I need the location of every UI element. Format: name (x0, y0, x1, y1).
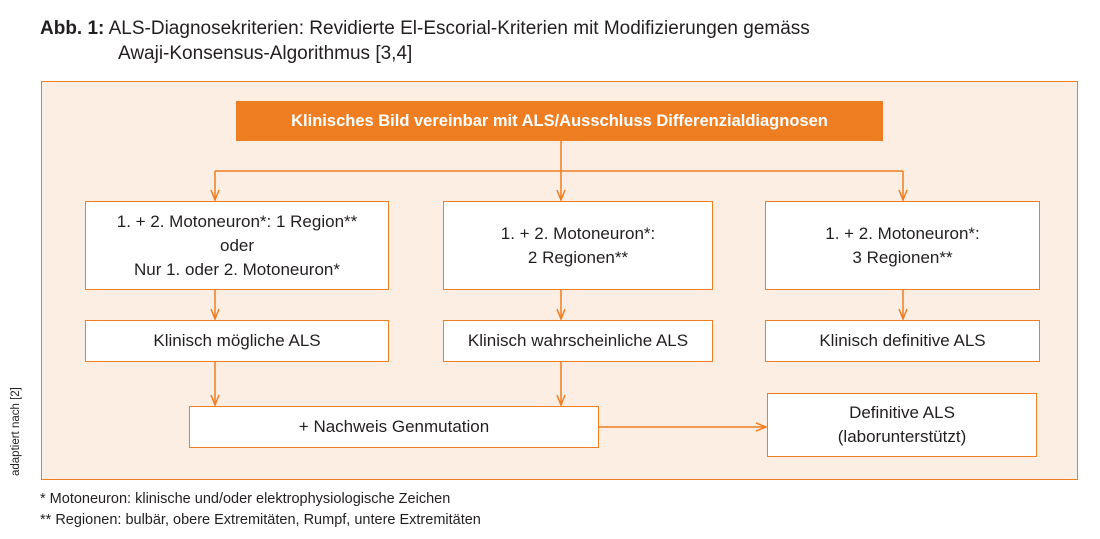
definitive-lab-box: Definitive ALS (laborunterstützt) (767, 393, 1037, 457)
outcome-box-probable: Klinisch wahrscheinliche ALS (443, 320, 713, 362)
caption-line-1: Abb. 1: ALS-Diagnosekriterien: Revidiert… (40, 16, 810, 41)
outcome-possible-text: Klinisch mögliche ALS (153, 331, 321, 350)
outcome-definitive-text: Klinisch definitive ALS (819, 331, 986, 350)
criteria-box-middle: 1. + 2. Motoneuron*: 2 Regionen** (443, 201, 713, 290)
clinical-picture-text: Klinisches Bild vereinbar mit ALS/Aussch… (291, 112, 828, 130)
footnotes: * Motoneuron: klinische und/oder elektro… (40, 489, 481, 531)
criteria-box-right: 1. + 2. Motoneuron*: 3 Regionen** (765, 201, 1040, 290)
outcome-box-possible: Klinisch mögliche ALS (85, 320, 389, 362)
criteria-right-line-2: 3 Regionen** (852, 247, 953, 267)
criteria-middle-line-2: 2 Regionen** (527, 247, 629, 267)
caption-line-2: Awaji-Konsensus-Algorithmus [3,4] (118, 43, 413, 64)
footnote-regionen: ** Regionen: bulbär, obere Extremitäten,… (40, 512, 481, 528)
genmutation-text: + Nachweis Genmutation (298, 417, 490, 436)
footnote-motoneuron: * Motoneuron: klinische und/oder elektro… (40, 491, 451, 507)
clinical-picture-box: Klinisches Bild vereinbar mit ALS/Aussch… (236, 101, 883, 141)
criteria-left-line-3: Nur 1. oder 2. Motoneuron* (133, 259, 340, 279)
outcome-probable-text: Klinisch wahrscheinliche ALS (467, 331, 689, 350)
criteria-left-line-1: 1. + 2. Motoneuron*: 1 Region** (116, 211, 358, 231)
criteria-left-line-2: oder (219, 235, 255, 255)
criteria-box-left: 1. + 2. Motoneuron*: 1 Region** oder Nur… (85, 201, 389, 290)
genmutation-box: + Nachweis Genmutation (189, 406, 599, 448)
criteria-middle-line-1: 1. + 2. Motoneuron*: (500, 223, 656, 243)
figure-caption: Abb. 1: ALS-Diagnosekriterien: Revidiert… (40, 16, 810, 66)
caption-label: Abb. 1: (40, 18, 105, 39)
caption-title: ALS-Diagnosekriterien: Revidierte El-Esc… (108, 18, 810, 39)
outcome-box-definitive: Klinisch definitive ALS (765, 320, 1040, 362)
definitive-lab-line-1: Definitive ALS (849, 403, 955, 422)
definitive-lab-line-2: (laborunterstützt) (837, 427, 967, 446)
criteria-right-line-1: 1. + 2. Motoneuron*: (825, 223, 980, 243)
